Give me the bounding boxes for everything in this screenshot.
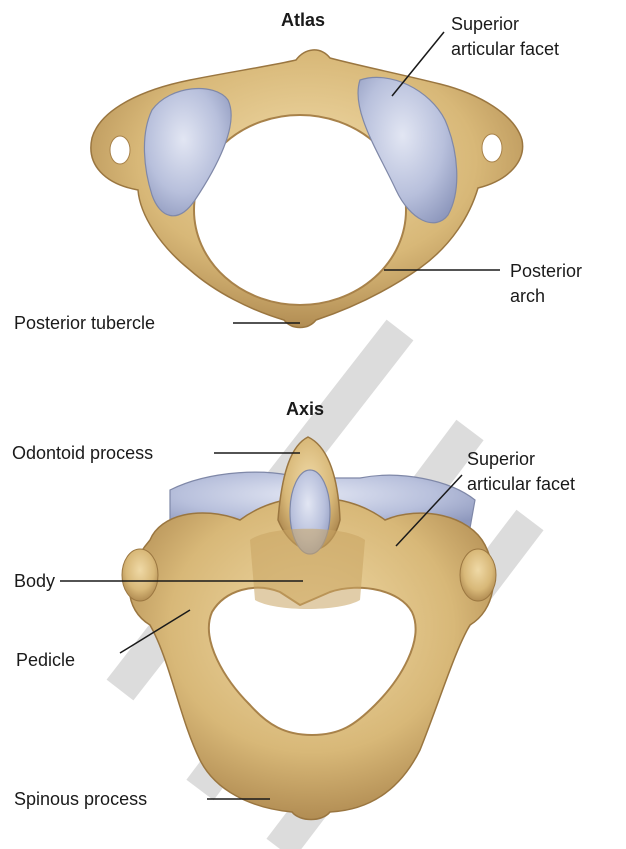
atlas-label-posterior-arch-line2: arch xyxy=(510,285,545,307)
axis-title: Axis xyxy=(286,398,324,420)
atlas-vertebra xyxy=(91,50,523,328)
axis-label-superior-articular-facet-line1: Superior xyxy=(467,448,535,470)
axis-label-superior-articular-facet-line2: articular facet xyxy=(467,473,575,495)
axis-label-odontoid-process: Odontoid process xyxy=(12,442,153,464)
atlas-label-posterior-tubercle: Posterior tubercle xyxy=(14,312,155,334)
atlas-title: Atlas xyxy=(281,9,325,31)
axis-label-body: Body xyxy=(14,570,55,592)
atlas-label-superior-articular-facet-line1: Superior xyxy=(451,13,519,35)
axis-vertebra xyxy=(122,437,496,820)
axis-label-spinous-process: Spinous process xyxy=(14,788,147,810)
atlas-label-superior-articular-facet-line2: articular facet xyxy=(451,38,559,60)
atlas-label-posterior-arch-line1: Posterior xyxy=(510,260,582,282)
axis-label-pedicle: Pedicle xyxy=(16,649,75,671)
